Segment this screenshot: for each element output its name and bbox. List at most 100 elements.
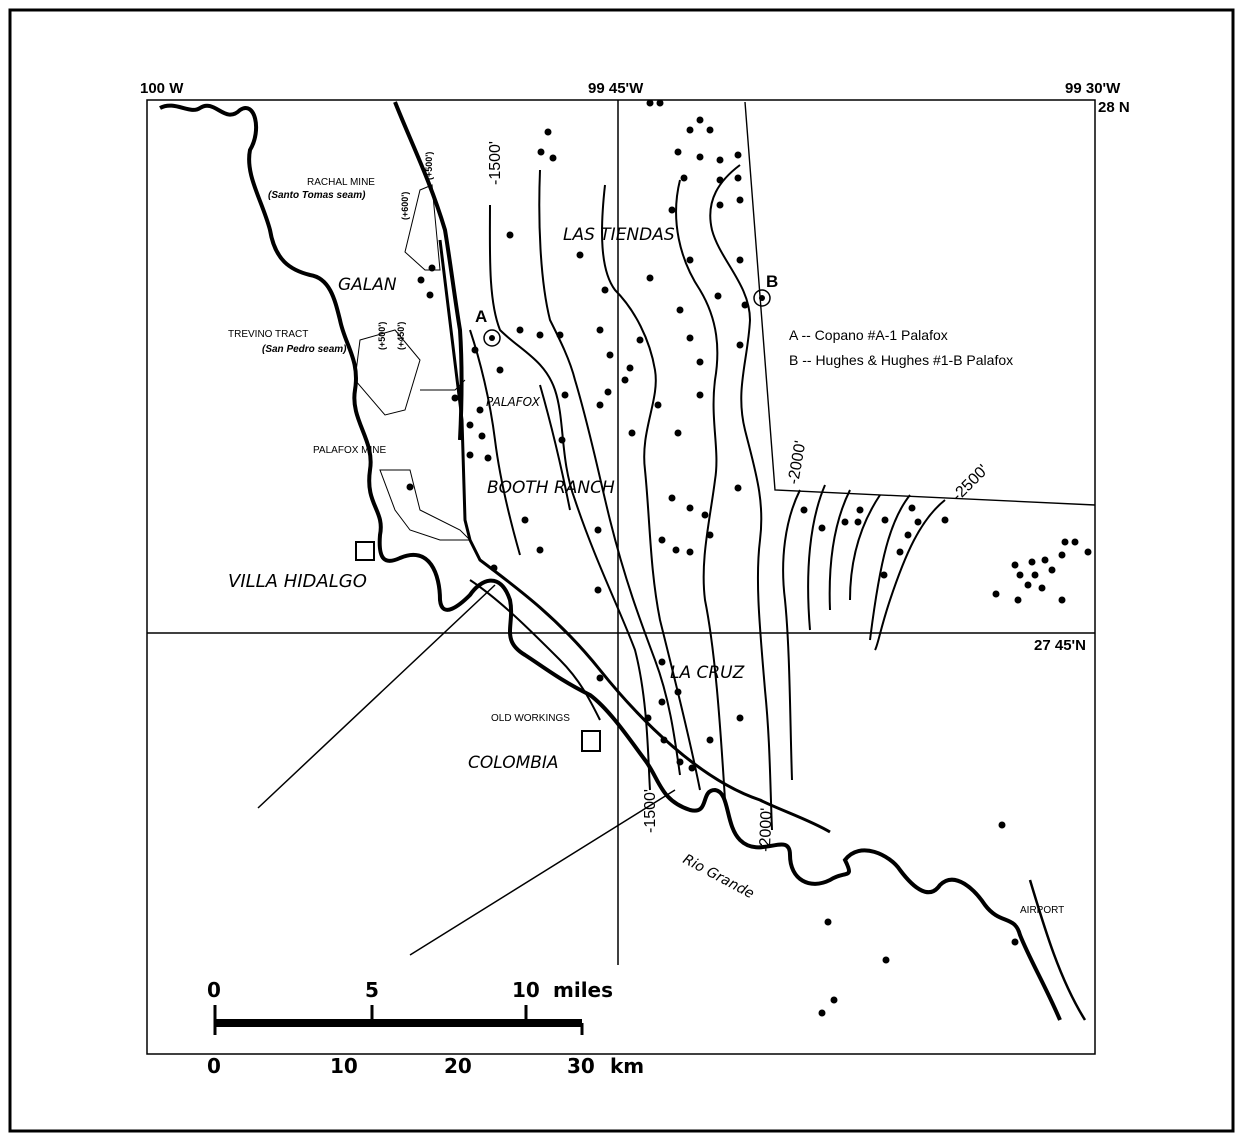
scale-mi-5: 5 xyxy=(365,978,379,1002)
tract-divider xyxy=(420,379,466,391)
well-dot xyxy=(516,326,524,334)
la-cruz-label: LA CRUZ xyxy=(670,663,745,683)
well-dot xyxy=(830,996,838,1004)
scale-mi-10: 10 xyxy=(512,978,540,1002)
well-dot xyxy=(1058,551,1066,559)
well-dot xyxy=(1048,566,1056,574)
well-dot xyxy=(656,99,664,107)
scale-km-10: 10 xyxy=(330,1054,358,1078)
scale-km-20: 20 xyxy=(444,1054,472,1078)
rio-grande-river xyxy=(159,103,1062,1021)
lon-label-9945w: 99 45'W xyxy=(588,80,644,97)
well-dot xyxy=(658,698,666,706)
colombia-label: COLOMBIA xyxy=(468,753,559,773)
well-dot xyxy=(1084,548,1092,556)
well-dot xyxy=(604,388,612,396)
well-dot xyxy=(606,351,614,359)
well-dot xyxy=(636,336,644,344)
well-dot xyxy=(734,151,742,159)
contour-label-plus500-top: (+500') xyxy=(424,152,434,180)
well-dot xyxy=(706,736,714,744)
palafox-mine-label: PALAFOX MINE xyxy=(313,445,386,456)
airport-label: AIRPORT xyxy=(1020,905,1064,916)
contour-label-1500-top: -1500' xyxy=(487,141,504,185)
contour-label-plus450: (+450') xyxy=(396,322,406,350)
well-dot xyxy=(941,516,949,524)
contour-2500 xyxy=(874,499,946,651)
well-dot xyxy=(680,174,688,182)
well-dot xyxy=(476,406,484,414)
santo-tomas-label: (Santo Tomas seam) xyxy=(268,190,366,201)
well-dot xyxy=(1016,571,1024,579)
well-dot xyxy=(428,264,436,272)
well-dot xyxy=(556,331,564,339)
fault-thick xyxy=(393,101,464,441)
scale-km-0: 0 xyxy=(207,1054,221,1078)
leader-line-south xyxy=(409,789,676,956)
well-dot xyxy=(841,518,849,526)
leader-line-west xyxy=(257,584,496,809)
well-dot xyxy=(537,148,545,156)
contour-label-2000-bottom: -2000' xyxy=(757,808,776,853)
lat-label-28n: 28 N xyxy=(1098,99,1130,116)
well-dot xyxy=(658,536,666,544)
well-dot xyxy=(734,174,742,182)
well-dot xyxy=(1028,558,1036,566)
contour-2200 xyxy=(828,489,851,611)
well-dot xyxy=(736,341,744,349)
well-dot xyxy=(668,494,676,502)
well-dot xyxy=(674,688,682,696)
palafox-mine-outline xyxy=(379,469,472,541)
well-dot xyxy=(654,401,662,409)
well-dot xyxy=(536,546,544,554)
well-dot xyxy=(818,524,826,532)
well-dot xyxy=(558,436,566,444)
well-dot xyxy=(736,714,744,722)
well-dot xyxy=(596,326,604,334)
well-dot xyxy=(676,306,684,314)
well-dot xyxy=(521,516,529,524)
contour-1700 xyxy=(601,184,701,791)
contour-2400 xyxy=(869,494,911,641)
well-dot xyxy=(646,99,654,107)
well-dot xyxy=(818,1009,826,1017)
rio-grande-label: Rio Grande xyxy=(680,851,757,902)
well-dot xyxy=(908,504,916,512)
contour-2000 xyxy=(782,489,801,781)
villa-hidalgo-label: VILLA HIDALGO xyxy=(228,571,367,592)
well-dot xyxy=(880,571,888,579)
well-dot xyxy=(696,358,704,366)
well-dot xyxy=(478,432,486,440)
well-dot xyxy=(674,148,682,156)
well-dot xyxy=(561,391,569,399)
galan-label: GALAN xyxy=(338,275,397,295)
well-dot xyxy=(1011,561,1019,569)
airport-road xyxy=(1028,879,1087,1021)
well-dot xyxy=(658,658,666,666)
trevino-tract-label: TREVINO TRACT xyxy=(228,329,308,340)
well-dot xyxy=(686,256,694,264)
well-dot xyxy=(706,126,714,134)
well-dot xyxy=(741,301,749,309)
scale-mi-unit: miles xyxy=(553,978,613,1002)
contour-1600 xyxy=(538,169,681,776)
well-dot xyxy=(594,526,602,534)
well-dot xyxy=(417,276,425,284)
well-b-symbol xyxy=(753,289,771,307)
well-dot xyxy=(736,256,744,264)
well-dot xyxy=(1071,538,1079,546)
legend-well-b: B -- Hughes & Hughes #1-B Palafox xyxy=(789,352,1013,368)
contour-south xyxy=(469,579,601,721)
rachal-mine-label: RACHAL MINE xyxy=(307,177,375,188)
villa-hidalgo-marker xyxy=(355,541,375,561)
contour-local xyxy=(539,384,571,511)
contour-label-1500-bottom: -1500' xyxy=(642,789,659,833)
well-dot xyxy=(596,674,604,682)
well-dot xyxy=(496,366,504,374)
well-dot xyxy=(1024,581,1032,589)
lon-label-100w: 100 W xyxy=(140,80,184,97)
well-dot xyxy=(881,516,889,524)
well-dot xyxy=(484,454,492,462)
page-frame xyxy=(8,8,1235,1133)
well-dot xyxy=(1011,938,1019,946)
